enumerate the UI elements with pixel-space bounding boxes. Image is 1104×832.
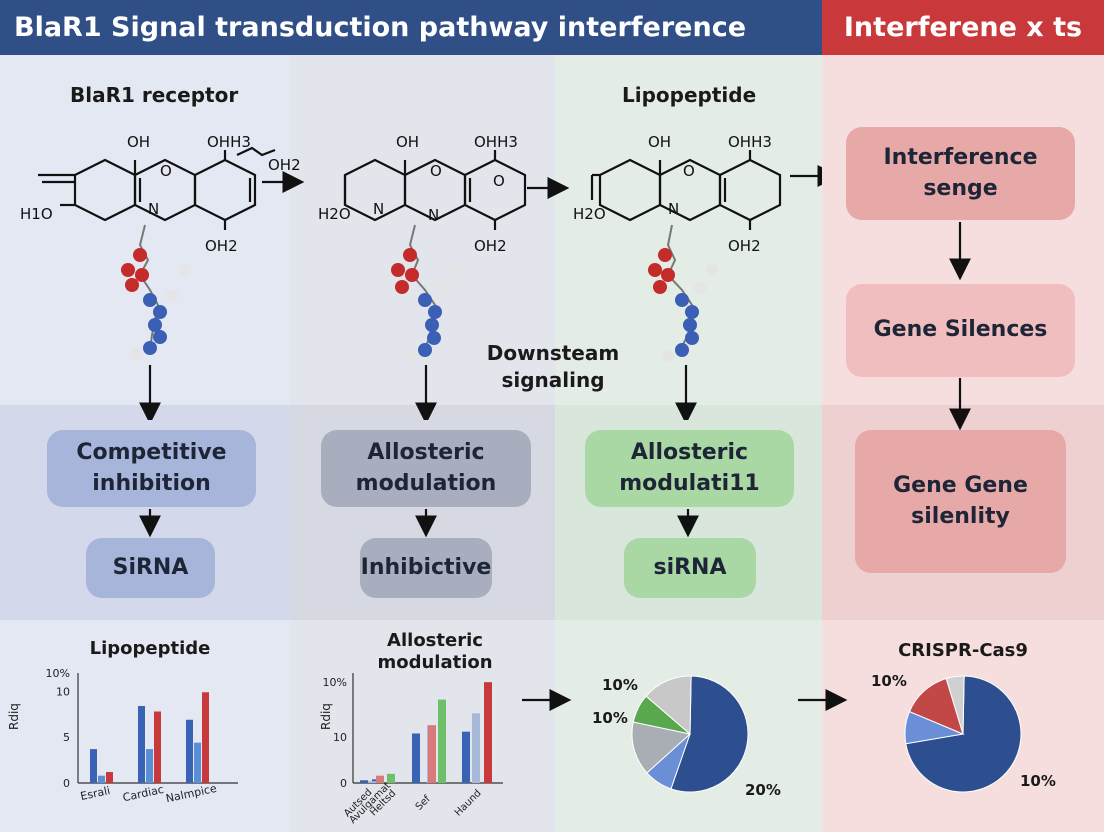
molecule-2 xyxy=(343,150,527,230)
chart2-bar xyxy=(472,713,480,783)
m2-ring-n2: N xyxy=(428,206,439,224)
chart2-bar xyxy=(360,780,368,783)
chart4-slice xyxy=(908,677,964,735)
chart3-slice xyxy=(631,721,692,774)
chart2-bar xyxy=(412,733,420,783)
chart1-xtick: Nalmpice xyxy=(165,782,218,805)
m3-ring-o: O xyxy=(683,162,695,180)
chart1-bar xyxy=(194,742,201,783)
m1-ohh3: OHH3 xyxy=(207,133,251,151)
chart1-bar xyxy=(138,706,145,783)
chart1-ytick: 5 xyxy=(63,731,70,744)
m2-ohh3: OHH3 xyxy=(474,133,518,151)
chart2-ytick: 10% xyxy=(323,676,347,689)
m2-oh: OH xyxy=(396,133,419,151)
lipopeptide-label: Lipopeptide xyxy=(622,83,757,107)
chart2-title-line2: modulation xyxy=(377,652,492,673)
competitive-inhibition-box: Competitive inhibition xyxy=(47,430,256,507)
chart1-xtick: Cardiac xyxy=(122,783,165,804)
right-panel-title: Interferene x ts xyxy=(822,0,1104,55)
chart3-slice xyxy=(670,675,749,793)
ball-stick-3 xyxy=(648,224,718,362)
chart3-label: 10% xyxy=(592,709,628,727)
ball-stick-2 xyxy=(391,224,464,362)
chart2-ytick: 0 xyxy=(340,777,347,790)
chart1-bar xyxy=(90,749,97,783)
m3-ohh3: OHH3 xyxy=(728,133,772,151)
sirna-box-1: SiRNA xyxy=(86,538,215,598)
chart1-ylabel: Rdiq xyxy=(7,703,21,730)
chart4-title: CRISPR-Cas9 xyxy=(898,640,1028,661)
chart2-bar xyxy=(484,682,492,783)
m3-ring-n: N xyxy=(668,200,679,218)
sirna-box-2: siRNA xyxy=(624,538,756,598)
inhibictive-box: Inhibictive xyxy=(360,538,492,598)
downstream-label: Downsteam signaling xyxy=(486,341,620,392)
m1-ring-o: O xyxy=(160,162,172,180)
chart2-xtick: Haund xyxy=(453,788,484,819)
m1-oh2: OH2 xyxy=(205,237,238,255)
chart2-ytick: 10 xyxy=(333,731,347,744)
m3-oh: OH xyxy=(648,133,671,151)
m1-oh: OH xyxy=(127,133,150,151)
chart2-bar xyxy=(387,773,395,783)
chart2-bar xyxy=(462,731,470,783)
m2-ring-o: O xyxy=(430,162,442,180)
chart1-xtick: Esrali xyxy=(79,784,111,803)
chart3-label: 20% xyxy=(745,781,781,799)
chart1-bar xyxy=(202,692,209,783)
chart2-bar xyxy=(438,699,446,783)
m2-right-o: O xyxy=(493,172,505,190)
chart1-bar xyxy=(106,772,113,783)
chart2-bar xyxy=(376,775,384,783)
chart2-xtick: Sef xyxy=(414,793,433,812)
m1-h1o: H1O xyxy=(20,205,53,223)
m2-h2o: H2O xyxy=(318,205,351,223)
molecule-3 xyxy=(590,150,782,230)
chart1-bar xyxy=(146,749,153,783)
mechanism-arrows xyxy=(139,509,699,538)
chart4-slice xyxy=(945,675,965,735)
chart1-ytick: 10% xyxy=(46,667,70,680)
chart3-slice xyxy=(645,675,692,736)
m1-side: OH2 xyxy=(268,156,301,174)
molecule-diagrams: OH OHH3 OH2 H1O OH2 O N OH OHH3 OH2 H2O … xyxy=(20,133,822,420)
m1-ring-n: N xyxy=(148,200,159,218)
allosteric-modulati11-box: Allosteric modulati11 xyxy=(585,430,794,507)
ball-stick-1 xyxy=(121,224,191,360)
chart4-label: 10% xyxy=(871,672,907,690)
chart1-ytick: 0 xyxy=(63,777,70,790)
gene-silenlity-box: Gene Gene silenlity xyxy=(855,430,1066,573)
m2-oh2: OH2 xyxy=(474,237,507,255)
chart2-bar xyxy=(428,725,436,783)
allosteric-modulation-box: Allosteric modulation xyxy=(321,430,531,507)
chart1-title: Lipopeptide xyxy=(90,638,211,659)
chart1-bar xyxy=(154,711,161,783)
chart4-label: 10% xyxy=(1020,772,1056,790)
right-flow-arrows xyxy=(949,222,971,431)
chart1-bar xyxy=(186,719,193,783)
page-title: BlaR1 Signal transduction pathway interf… xyxy=(0,0,822,55)
chart1-ytick: 10 xyxy=(56,685,70,698)
interference-senge-box: Interference senge xyxy=(846,127,1075,220)
m3-oh2: OH2 xyxy=(728,237,761,255)
chart2-bar xyxy=(368,781,376,783)
chart3-label: 10% xyxy=(602,676,638,694)
molecule-1 xyxy=(38,146,276,230)
m2-ring-n: N xyxy=(373,200,384,218)
gene-silences-box: Gene Silences xyxy=(846,284,1075,377)
m3-h2o: H2O xyxy=(573,205,606,223)
receptor-label: BlaR1 receptor xyxy=(70,83,239,107)
chart1-bar xyxy=(98,775,105,783)
chart2-ylabel: Rdiq xyxy=(319,703,333,730)
chart2-title-line1: Allosteric xyxy=(387,630,483,651)
